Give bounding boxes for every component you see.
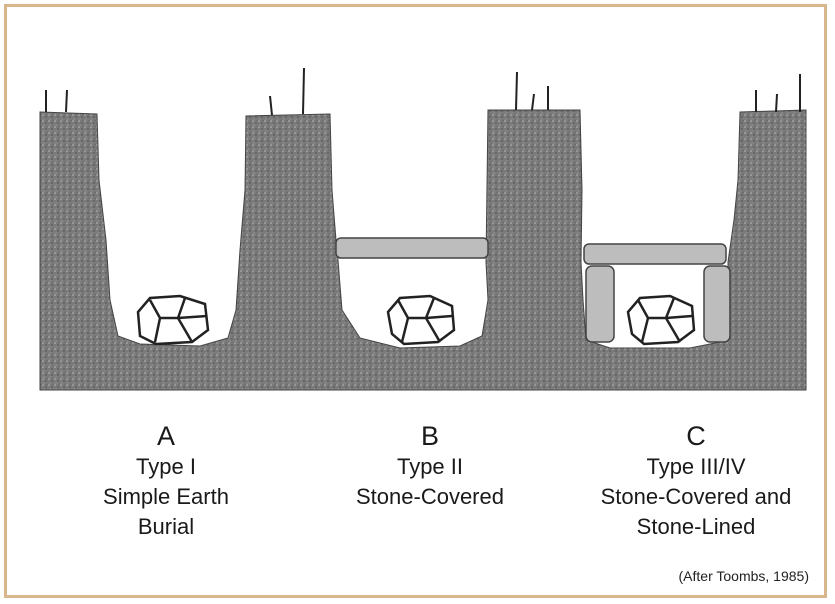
grass-tufts [46,68,800,115]
cover-slab-b [336,238,488,258]
skull-a [138,296,208,344]
panel-a-description-line-2: Burial [36,512,296,542]
panel-c-letter: C [566,420,826,452]
skull-b [388,296,454,344]
panel-c-description-line-1: Stone-Covered and [566,482,826,512]
panel-a-description-line-1: Simple Earth [36,482,296,512]
cover-slab-c [584,244,726,264]
side-slab-right [704,266,730,342]
panel-a-caption: A Type I Simple Earth Burial [36,420,296,542]
source-citation: (After Toombs, 1985) [679,568,809,584]
panel-c-type: Type III/IV [566,452,826,482]
side-slab-left [586,266,614,342]
panel-b-description-line-1: Stone-Covered [300,482,560,512]
panel-c-caption: C Type III/IV Stone-Covered and Stone-Li… [566,420,826,542]
panel-a-letter: A [36,420,296,452]
panel-b-type: Type II [300,452,560,482]
panel-a-type: Type I [36,452,296,482]
panel-b-letter: B [300,420,560,452]
panel-b-caption: B Type II Stone-Covered [300,420,560,512]
skull-c [628,296,694,344]
panel-c-description-line-2: Stone-Lined [566,512,826,542]
